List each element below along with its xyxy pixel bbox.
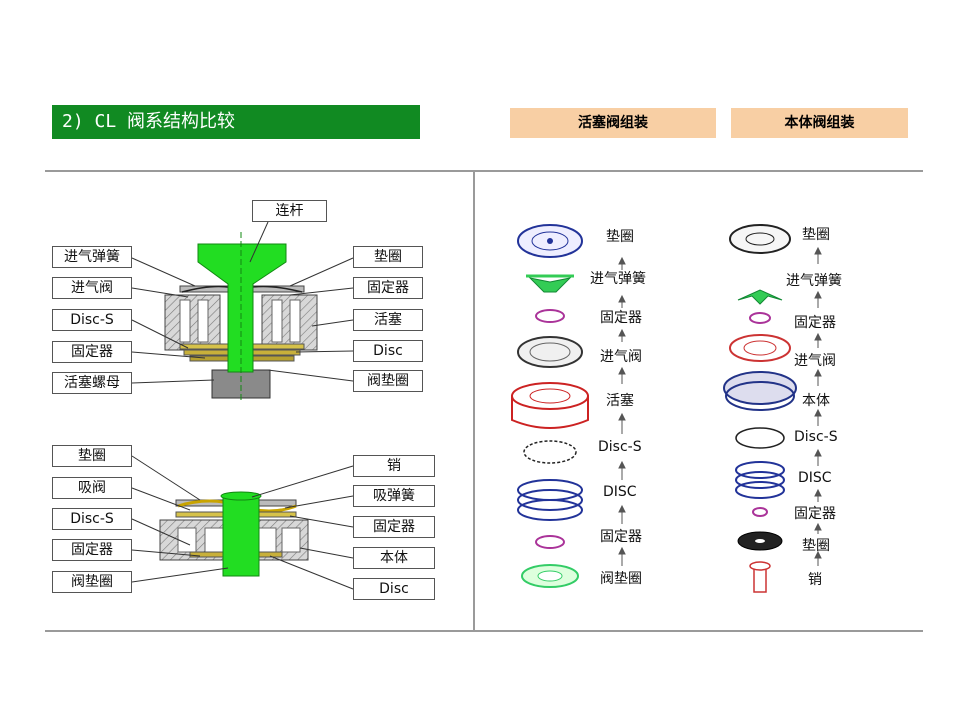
- label-retainer-right: 固定器: [353, 277, 423, 299]
- piston-part-label: 固定器: [600, 310, 642, 326]
- label-retainer-b-right: 固定器: [353, 516, 435, 538]
- label-disc: Disc: [353, 340, 423, 362]
- body-part-label: 进气阀: [794, 353, 836, 369]
- body-part-label: 固定器: [794, 506, 836, 522]
- piston-part-label: 阀垫圈: [600, 571, 642, 587]
- piston-assembly-parts: [511, 224, 589, 588]
- piston-part-label: 进气阀: [600, 349, 642, 365]
- piston-part-label: 进气弹簧: [590, 271, 646, 287]
- label-disc-s-b: Disc-S: [52, 508, 132, 530]
- body-part-label: 固定器: [794, 315, 836, 331]
- body-assembly-parts: [723, 224, 797, 593]
- body-part-label: 进气弹簧: [786, 273, 842, 289]
- bottom-divider: [45, 630, 923, 632]
- body-part-label: 本体: [802, 393, 830, 409]
- piston-part-label: 垫圈: [606, 229, 634, 245]
- label-suction-spring: 吸弹簧: [353, 485, 435, 507]
- label-piston-nut: 活塞螺母: [52, 372, 132, 394]
- body-valve-drawing: [131, 455, 354, 590]
- label-retainer: 固定器: [52, 341, 132, 363]
- section-title: 2) CL 阀系结构比较: [52, 105, 420, 139]
- label-pin: 销: [353, 455, 435, 477]
- piston-assembly-header: 活塞阀组装: [510, 108, 716, 138]
- assembly-arrows: [618, 246, 822, 566]
- body-assembly-header: 本体阀组装: [731, 108, 908, 138]
- piston-part-label: DISC: [603, 484, 637, 500]
- label-washer: 垫圈: [353, 246, 423, 268]
- body-part-label: DISC: [798, 470, 832, 486]
- label-valve-washer: 阀垫圈: [353, 370, 423, 392]
- piston-part-label: Disc-S: [598, 439, 642, 455]
- body-part-label: Disc-S: [794, 429, 838, 445]
- label-connecting-rod: 连杆: [252, 200, 327, 222]
- body-part-label: 垫圈: [802, 227, 830, 243]
- label-suction-valve: 吸阀: [52, 477, 132, 499]
- label-washer-b: 垫圈: [52, 445, 132, 467]
- top-divider: [45, 170, 923, 172]
- label-valve-washer-b: 阀垫圈: [52, 571, 132, 593]
- label-intake-valve: 进气阀: [52, 277, 132, 299]
- center-divider: [473, 170, 475, 632]
- label-body: 本体: [353, 547, 435, 569]
- piston-part-label: 固定器: [600, 529, 642, 545]
- label-retainer-b: 固定器: [52, 539, 132, 561]
- label-disc-b: Disc: [353, 578, 435, 600]
- label-disc-s: Disc-S: [52, 309, 132, 331]
- label-intake-spring: 进气弹簧: [52, 246, 132, 268]
- body-part-label: 垫圈: [802, 538, 830, 554]
- label-piston: 活塞: [353, 309, 423, 331]
- piston-valve-drawing: [131, 221, 354, 400]
- body-part-label: 销: [808, 572, 822, 588]
- piston-part-label: 活塞: [606, 393, 634, 409]
